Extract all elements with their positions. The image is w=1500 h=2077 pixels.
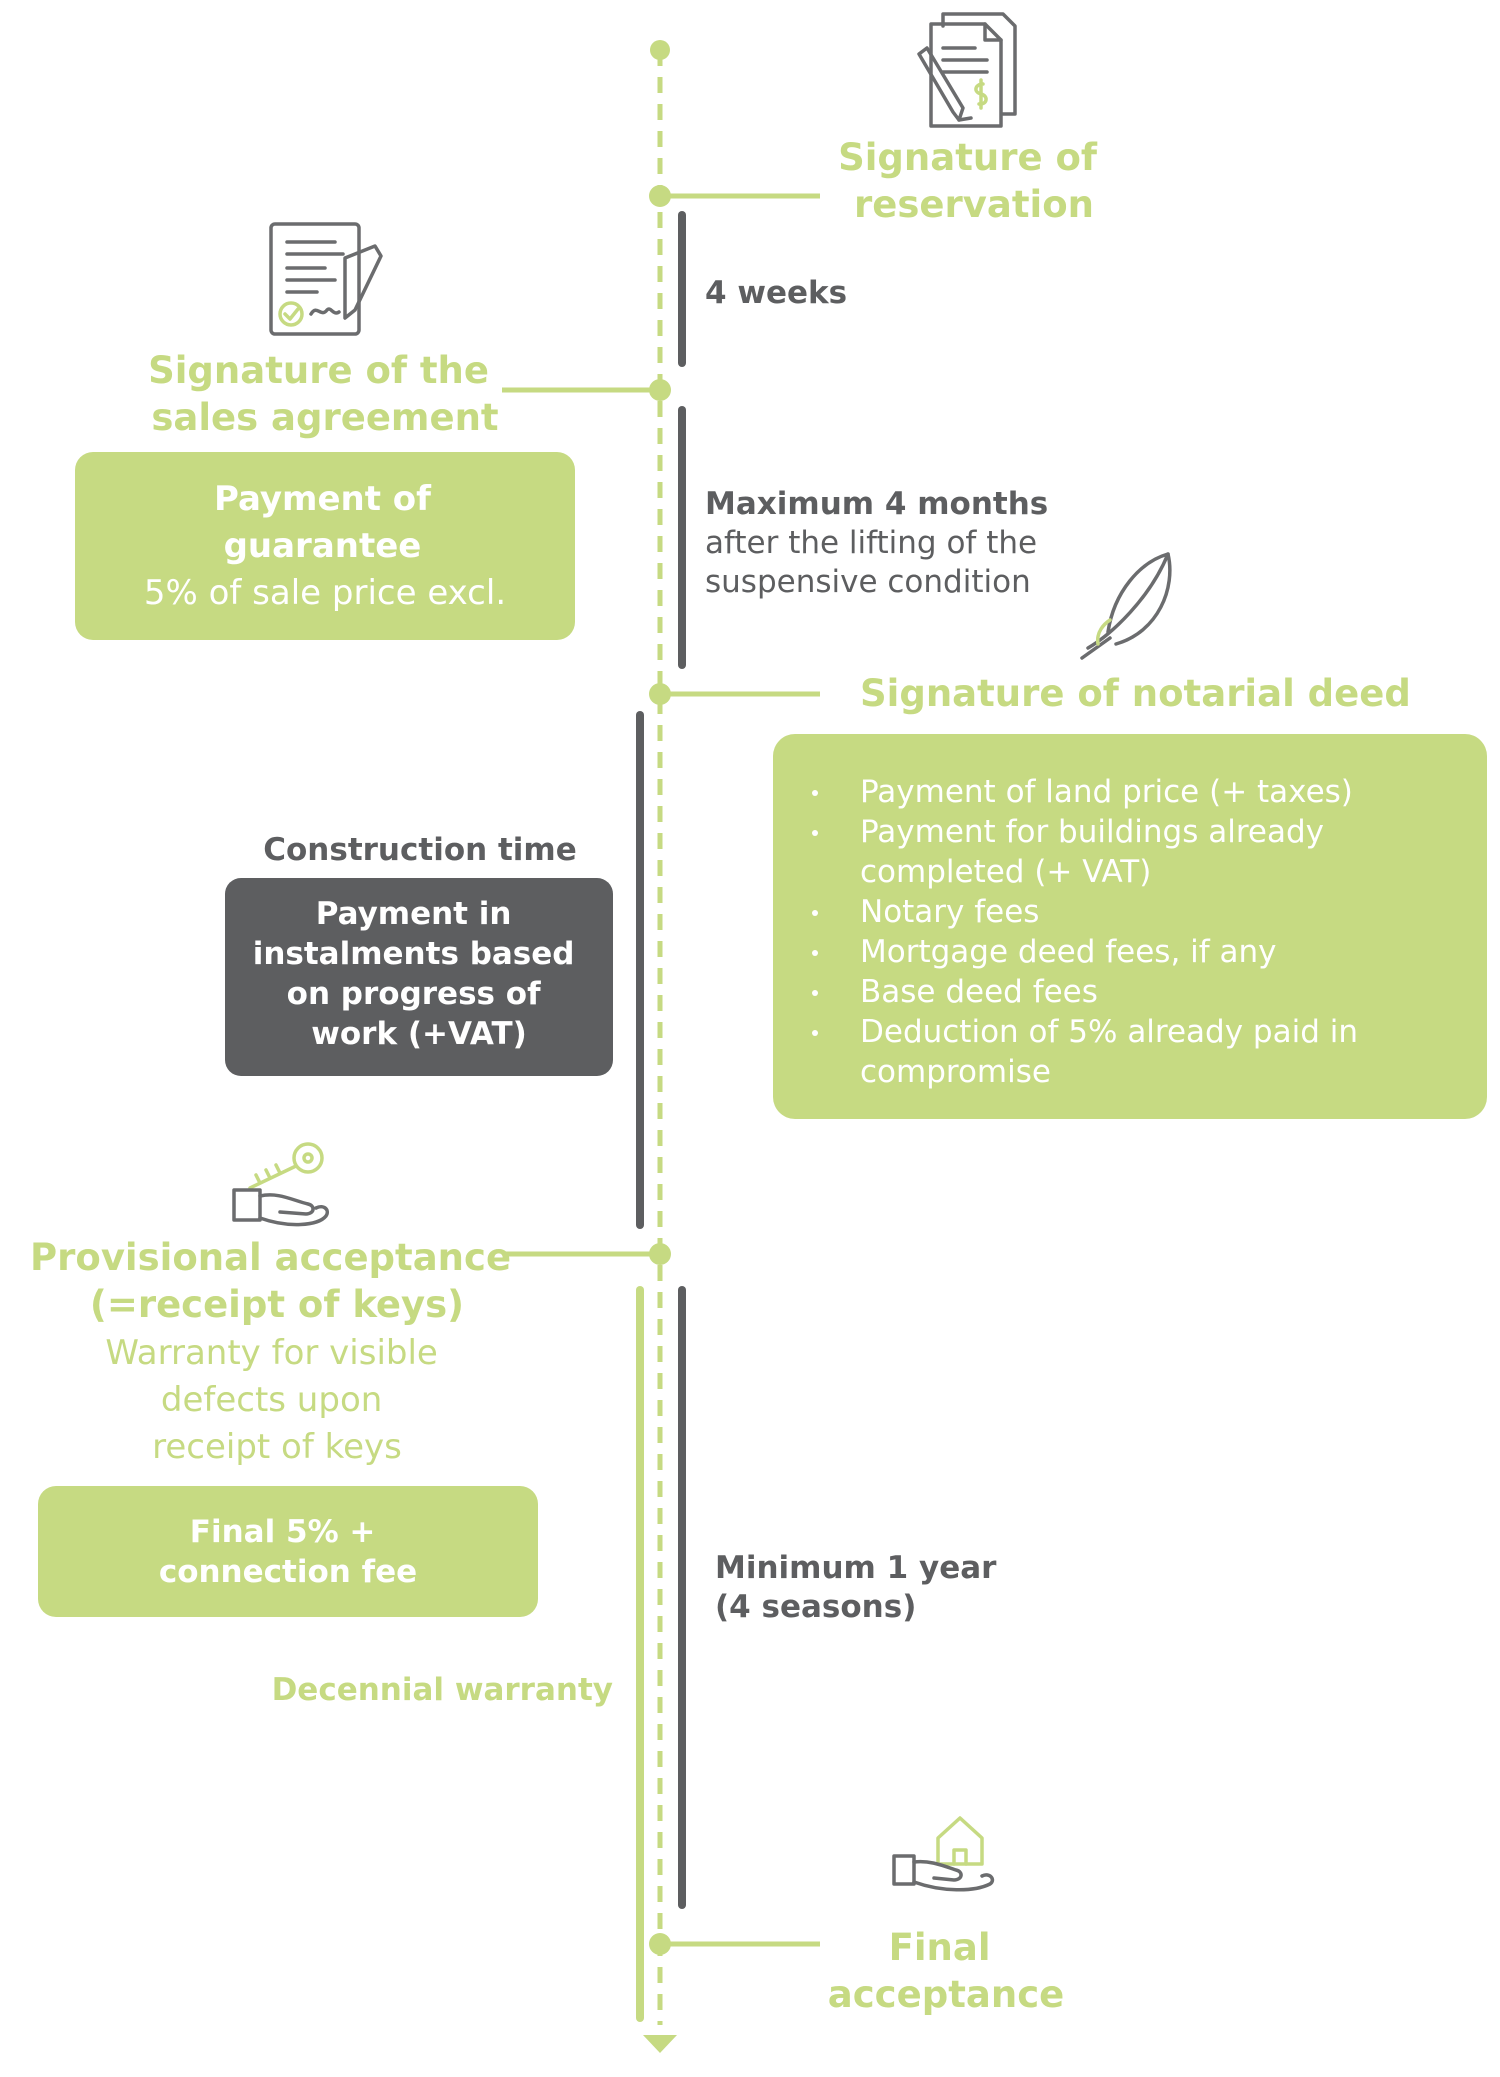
deed-item-bullet <box>812 910 818 916</box>
deed-item: Base deed fees <box>860 974 1098 1010</box>
step-title-final: Final acceptance <box>828 1926 1064 2016</box>
deed-item: Notary fees <box>860 894 1039 930</box>
duration-construction: Construction time <box>263 832 577 868</box>
deed-payments-box <box>773 734 1487 1119</box>
house-hand-icon <box>892 1816 995 1892</box>
quill-feather-icon <box>1080 552 1172 660</box>
step-subtitle-provisional: Warranty for visible defects upon receip… <box>105 1333 448 1467</box>
contract-dollar-icon <box>917 12 1017 128</box>
deed-item: Mortgage deed fees, if any <box>860 934 1277 970</box>
deed-item-bullet <box>812 790 818 796</box>
step-title-reservation: Signature of reservation <box>838 136 1110 226</box>
deed-item: Payment of land price (+ taxes) <box>860 774 1353 810</box>
duration-weeks: 4 weeks <box>705 275 847 311</box>
guarantee-box <box>75 452 575 640</box>
deed-item-bullet <box>812 1030 818 1036</box>
duration-months: Maximum 4 months after the lifting of th… <box>705 486 1053 600</box>
instalments-box <box>225 878 613 1076</box>
timeline-arrow-head <box>643 2035 677 2053</box>
timeline-start-dot <box>650 40 670 60</box>
key-hand-icon <box>232 1142 329 1227</box>
deed-payments-list: Payment of land price (+ taxes) Payment f… <box>812 774 1358 1090</box>
step-title-provisional: Provisional acceptance (=receipt of keys… <box>30 1236 524 1326</box>
deed-item-bullet <box>812 830 818 836</box>
signed-contract-icon <box>269 222 383 336</box>
duration-year: Minimum 1 year (4 seasons) <box>715 1550 1007 1625</box>
final-payment-box-text: Final 5% + connection fee <box>159 1514 417 1590</box>
step-title-notarial-deed: Signature of notarial deed <box>860 672 1411 715</box>
deed-item-bullet <box>812 950 818 956</box>
deed-item-bullet <box>812 990 818 996</box>
duration-decennial: Decennial warranty <box>272 1672 613 1708</box>
instalments-box-text: Payment in instalments based on progress… <box>253 896 586 1052</box>
final-payment-box <box>38 1486 538 1617</box>
guarantee-box-text: Payment of guarantee 5% of sale price ex… <box>144 479 506 613</box>
step-title-sales-agreement: Signature of the sales agreement <box>148 349 502 439</box>
